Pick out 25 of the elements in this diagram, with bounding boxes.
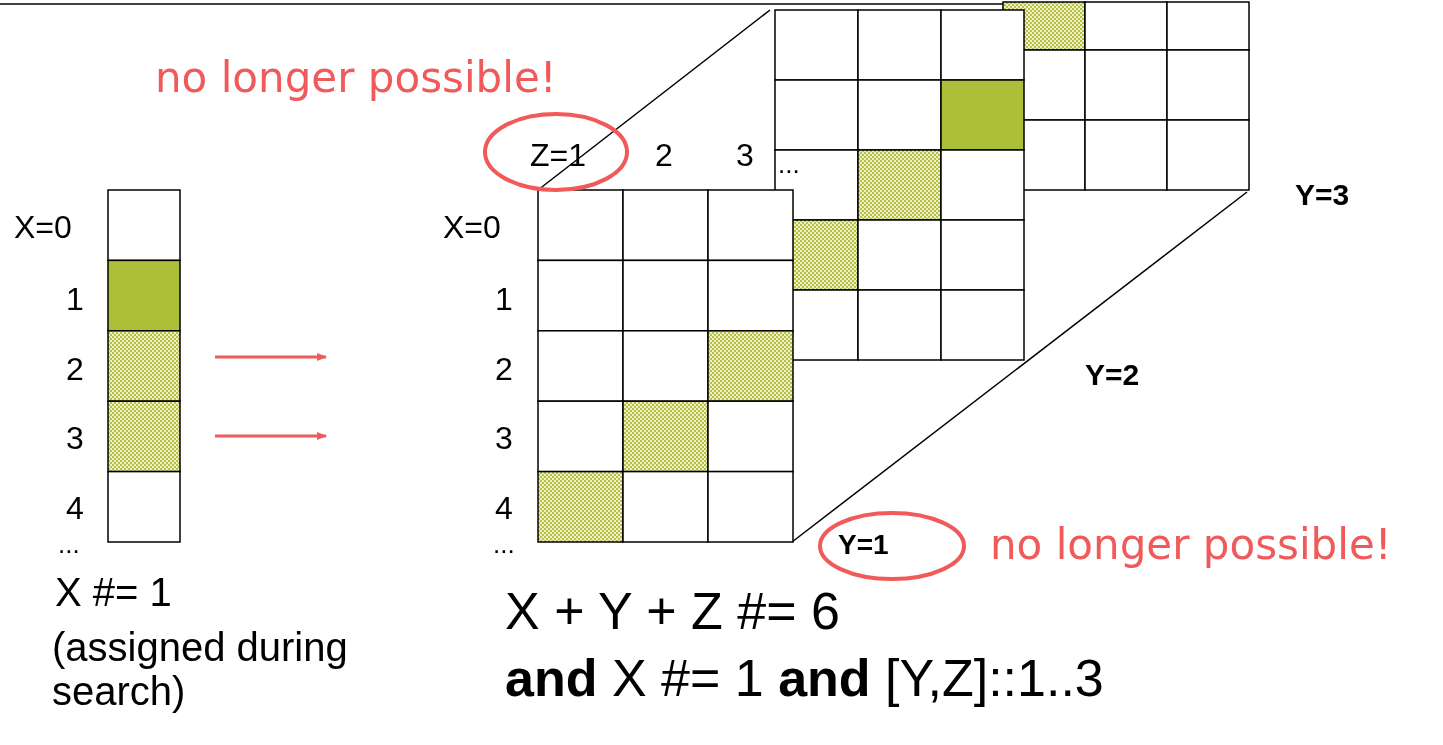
annotation-text: no longer possible!	[155, 55, 557, 102]
axis-label: Y=3	[1295, 178, 1350, 211]
constraint-text: X #= 1	[55, 570, 172, 614]
axis-label: ...	[778, 150, 800, 179]
axis-label: 4	[66, 491, 84, 527]
axis-label: 2	[495, 352, 513, 388]
axis-label: 1	[66, 282, 84, 318]
axis-label: X=0	[14, 210, 72, 246]
axis-label: 3	[736, 138, 754, 174]
axis-label: 1	[495, 282, 513, 318]
axis-label: 4	[495, 491, 513, 527]
note-text: (assigned during search)	[52, 625, 349, 713]
constraint-text: and X #= 1 and [Y,Z]::1..3	[505, 650, 1104, 708]
axis-label: Y=1	[838, 530, 889, 561]
axis-label: ...	[493, 530, 515, 559]
axis-label: 3	[495, 421, 513, 457]
annotation-text: no longer possible!	[990, 522, 1392, 569]
axis-label: 2	[66, 352, 84, 388]
constraint-text: X + Y + Z #= 6	[505, 583, 840, 641]
axis-label: Z=1	[530, 138, 587, 174]
axis-label: Y=2	[1085, 358, 1140, 391]
axis-label: ...	[58, 530, 80, 559]
axis-label: 2	[655, 138, 673, 174]
axis-label: 3	[66, 421, 84, 457]
axis-label: X=0	[443, 210, 501, 246]
